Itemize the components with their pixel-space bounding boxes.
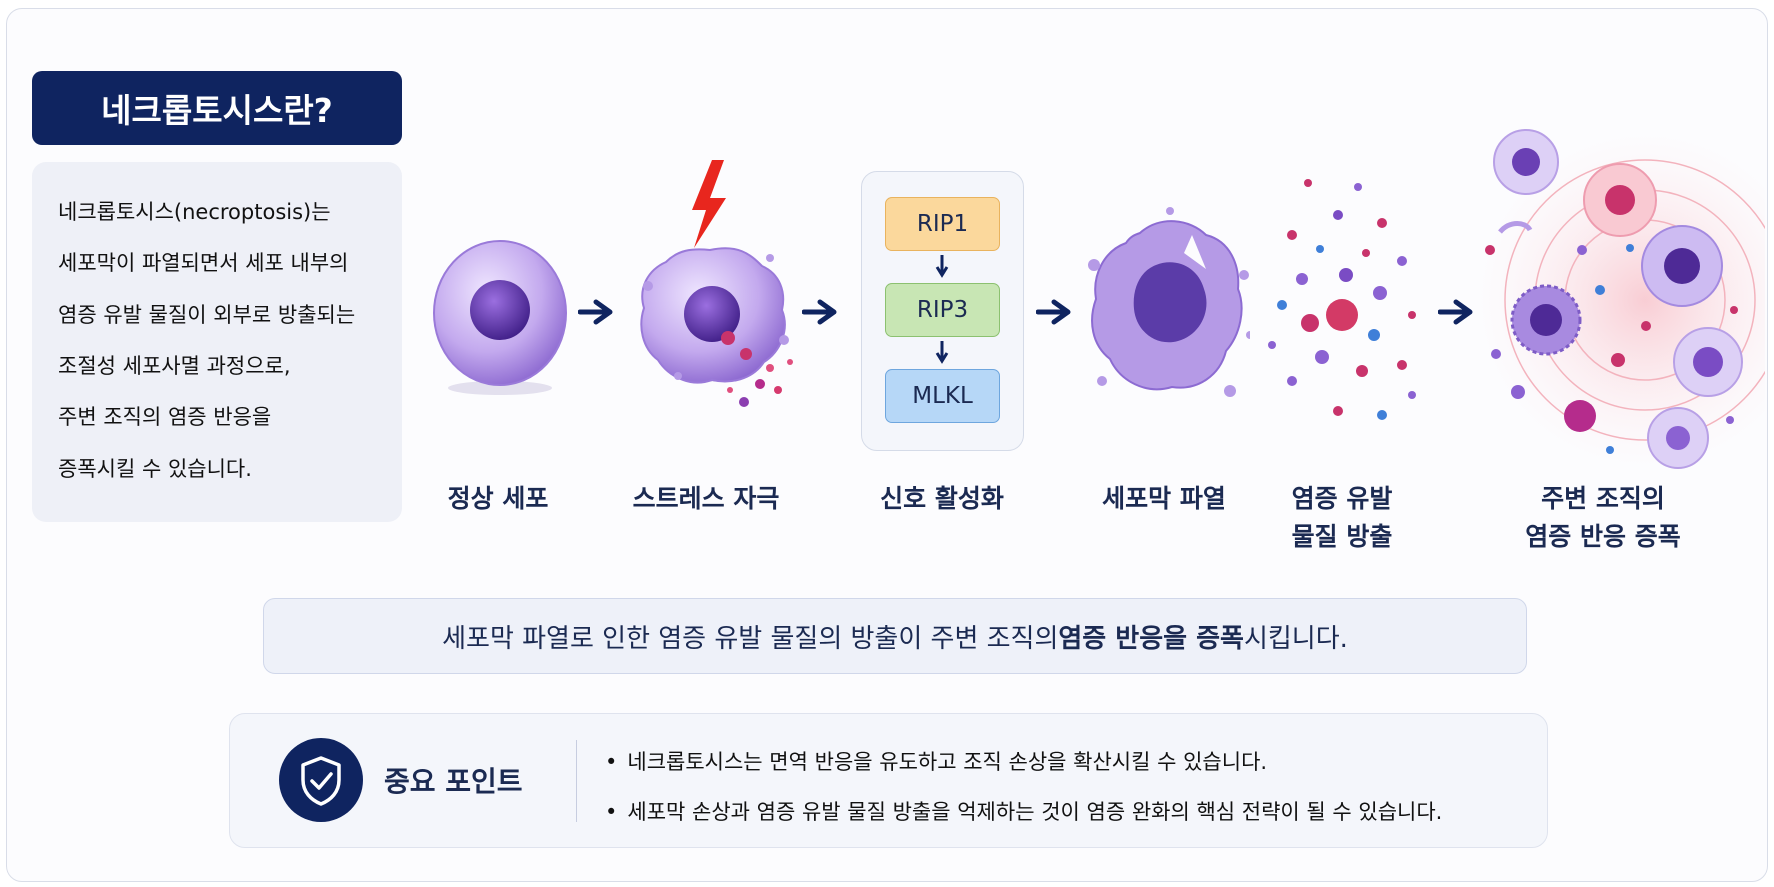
summary-emphasis: 염증 반응을 증폭 bbox=[1058, 623, 1244, 654]
ruptured-cell-illustration bbox=[1088, 207, 1250, 397]
inflammation-illustration bbox=[1475, 129, 1765, 470]
arrow-down-icon bbox=[935, 341, 949, 364]
key-point-item: 세포막 손상과 염증 유발 물질 방출을 억제하는 것이 염증 완화의 핵심 전… bbox=[605, 796, 1442, 826]
stressed-cell-illustration bbox=[640, 160, 793, 407]
stage-label-amplify-line2: 염증 반응 증폭 bbox=[1525, 522, 1681, 551]
released-particles-illustration bbox=[1268, 179, 1416, 420]
arrow-right-icon bbox=[578, 299, 613, 325]
shield-check-icon bbox=[279, 738, 363, 822]
description-line: 주변 조직의 염증 반응을 bbox=[58, 405, 272, 429]
stage-label-rupture: 세포막 파열 bbox=[1102, 484, 1226, 513]
description-line: 증폭시킬 수 있습니다. bbox=[58, 457, 252, 481]
stage-label-release-line1: 염증 유발 bbox=[1291, 484, 1393, 513]
stage-label-release-line2: 물질 방출 bbox=[1291, 522, 1393, 551]
stage-label-release: 염증 유발 물질 방출 bbox=[1232, 480, 1452, 556]
summary-prefix: 세포막 파열로 인한 염증 유발 물질의 방출이 주변 조직의 bbox=[442, 623, 1059, 654]
description-line: 네크롭토시스(necroptosis)는 bbox=[58, 200, 331, 224]
description-line: 세포막이 파열되면서 세포 내부의 bbox=[58, 251, 349, 275]
pathway-step-rip3: RIP3 bbox=[885, 283, 1000, 337]
normal-cell-illustration bbox=[433, 240, 567, 395]
arrow-right-icon bbox=[1036, 299, 1071, 325]
stage-label-signal: 신호 활성화 bbox=[880, 484, 1004, 513]
description-box: 네크롭토시스(necroptosis)는 세포막이 파열되면서 세포 내부의 염… bbox=[32, 162, 402, 522]
page-title: 네크롭토시스란? bbox=[32, 71, 402, 145]
pathway-step-rip1: RIP1 bbox=[885, 197, 1000, 251]
stage-label-amplify-line1: 주변 조직의 bbox=[1541, 484, 1665, 513]
stage-label-normal: 정상 세포 bbox=[447, 484, 549, 513]
key-point-item: 네크롭토시스는 면역 반응을 유도하고 조직 손상을 확산시킬 수 있습니다. bbox=[605, 746, 1267, 776]
description-line: 조절성 세포사멸 과정으로, bbox=[58, 354, 291, 378]
summary-suffix: 시킵니다. bbox=[1243, 623, 1348, 654]
pathway-step-mlkl: MLKL bbox=[885, 369, 1000, 423]
description-line: 염증 유발 물질이 외부로 방출되는 bbox=[58, 303, 356, 327]
stage-label-stress: 스트레스 자극 bbox=[632, 484, 780, 513]
arrow-right-icon bbox=[1438, 299, 1473, 325]
summary-banner: 세포막 파열로 인한 염증 유발 물질의 방출이 주변 조직의 염증 반응을 증… bbox=[263, 598, 1527, 674]
divider bbox=[576, 740, 577, 822]
arrow-down-icon bbox=[935, 255, 949, 278]
key-points-box: 중요 포인트 네크롭토시스는 면역 반응을 유도하고 조직 손상을 확산시킬 수… bbox=[229, 713, 1548, 848]
key-points-title: 중요 포인트 bbox=[384, 765, 523, 798]
stage-label-amplify: 주변 조직의 염증 반응 증폭 bbox=[1488, 480, 1718, 556]
signal-pathway-box: RIP1 RIP3 MLKL bbox=[861, 171, 1024, 451]
arrow-right-icon bbox=[802, 299, 837, 325]
lightning-icon bbox=[692, 160, 726, 248]
